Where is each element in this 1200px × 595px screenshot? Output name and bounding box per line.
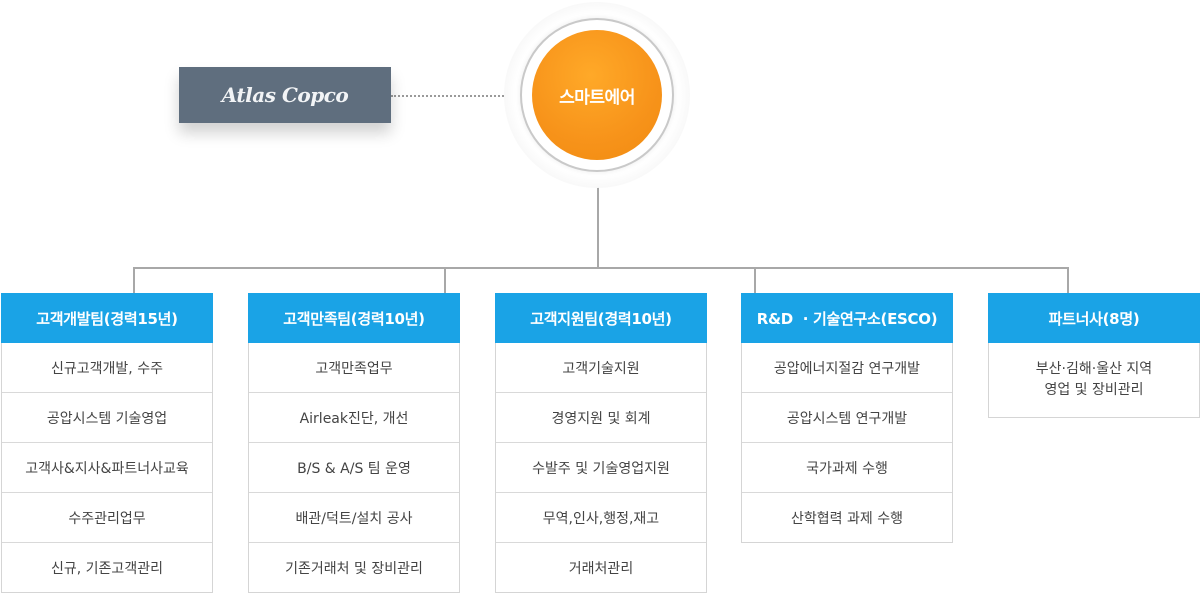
team-title: 고객지원팀(경력10년)	[495, 293, 707, 343]
team-task-list: 부산·김해·울산 지역 영업 및 장비관리	[988, 343, 1200, 418]
team-task: 공압시스템 기술영업	[2, 392, 212, 442]
team-task: 기존거래처 및 장비관리	[249, 542, 459, 592]
drop-line-3	[754, 267, 756, 294]
drop-line-2	[444, 267, 446, 294]
partner-logo: Atlas Copco	[179, 67, 391, 123]
team-task-line: 영업 및 장비관리	[1044, 382, 1144, 398]
team-task: 공압시스템 연구개발	[742, 392, 952, 442]
team-customer-support: 고객지원팀(경력10년) 고객기술지원 경영지원 및 회계 수발주 및 기술영업…	[495, 293, 707, 593]
team-task: 고객만족업무	[315, 360, 393, 377]
team-title: 파트너사(8명)	[988, 293, 1200, 343]
team-task: 거래처관리	[496, 542, 706, 592]
team-task-list: 신규고객개발, 수주 공압시스템 기술영업 고객사&지사&파트너사교육 수주관리…	[1, 343, 213, 593]
team-task: 신규, 기존고객관리	[2, 542, 212, 592]
team-task-line: 부산·김해·울산 지역	[1035, 361, 1153, 377]
team-task: 산학협력 과제 수행	[742, 492, 952, 542]
center-node: 스마트에어	[532, 30, 662, 160]
team-task: 국가과제 수행	[742, 442, 952, 492]
team-task: Airleak진단, 개선	[249, 392, 459, 442]
branch-line	[133, 267, 1069, 269]
team-task: B/S & A/S 팀 운영	[249, 442, 459, 492]
team-task: 경영지원 및 회계	[496, 392, 706, 442]
team-task: 고객기술지원	[562, 360, 640, 377]
partner-logo-text: Atlas Copco	[221, 83, 349, 107]
drop-line-1	[133, 267, 135, 294]
team-customer-development: 고객개발팀(경력15년) 신규고객개발, 수주 공압시스템 기술영업 고객사&지…	[1, 293, 213, 593]
team-task: 수발주 및 기술영업지원	[496, 442, 706, 492]
team-rnd-lab: R&D · 기술연구소(ESCO) 공압에너지절감 연구개발 공압시스템 연구개…	[741, 293, 953, 543]
team-task: 신규고객개발, 수주	[51, 360, 163, 377]
team-title: R&D · 기술연구소(ESCO)	[741, 293, 953, 343]
team-task: 공압에너지절감 연구개발	[773, 360, 921, 377]
drop-line-4	[1067, 267, 1069, 294]
team-task: 부산·김해·울산 지역 영업 및 장비관리	[989, 343, 1199, 417]
team-task: 수주관리업무	[2, 492, 212, 542]
team-task-list: 고객만족업무 Airleak진단, 개선 B/S & A/S 팀 운영 배관/덕…	[248, 343, 460, 593]
partner-connector	[391, 95, 519, 97]
team-task-list: 고객기술지원 경영지원 및 회계 수발주 및 기술영업지원 무역,인사,행정,재…	[495, 343, 707, 593]
team-title: 고객만족팀(경력10년)	[248, 293, 460, 343]
team-task-list: 공압에너지절감 연구개발 공압시스템 연구개발 국가과제 수행 산학협력 과제 …	[741, 343, 953, 543]
team-task: 고객사&지사&파트너사교육	[2, 442, 212, 492]
trunk-line	[597, 172, 599, 268]
team-partners: 파트너사(8명) 부산·김해·울산 지역 영업 및 장비관리	[988, 293, 1200, 418]
team-customer-satisfaction: 고객만족팀(경력10년) 고객만족업무 Airleak진단, 개선 B/S & …	[248, 293, 460, 593]
team-task: 무역,인사,행정,재고	[496, 492, 706, 542]
center-label: 스마트에어	[559, 87, 635, 108]
team-title: 고객개발팀(경력15년)	[1, 293, 213, 343]
team-task: 배관/덕트/설치 공사	[249, 492, 459, 542]
